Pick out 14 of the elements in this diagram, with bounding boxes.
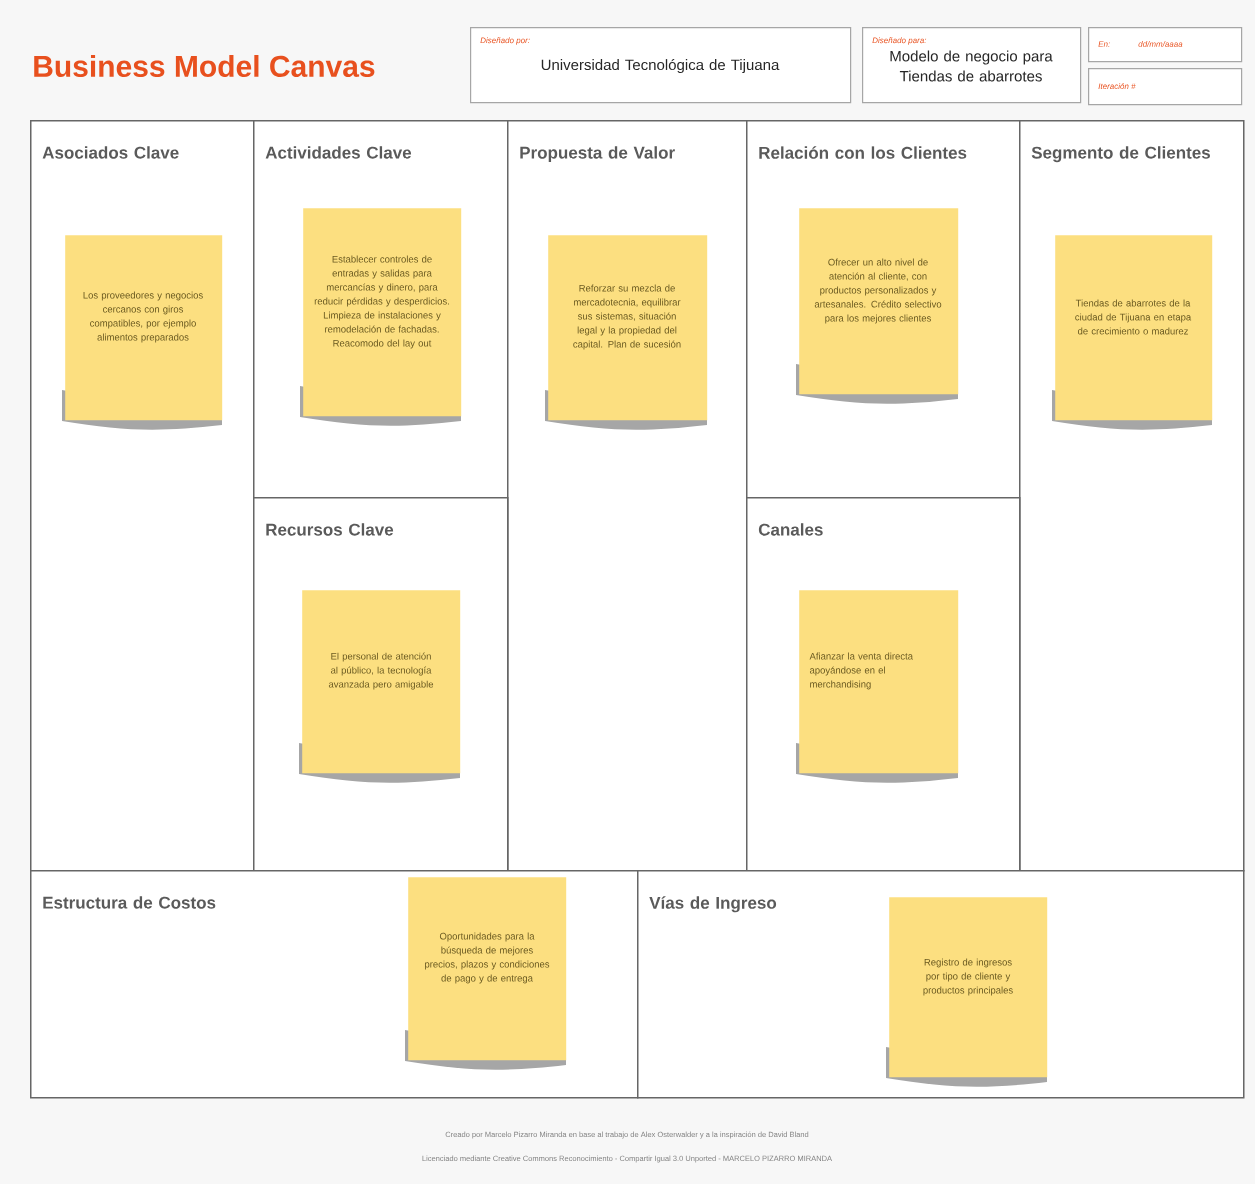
header-field: Diseñado por: Universidad Tecnológica de Tijuana	[470, 27, 852, 104]
sticky-note: Reforzar su mezcla de mercadotecnia, equilibrar sus sistemas, situación legal y la propiedad del capital. Plan de sucesión	[545, 235, 708, 430]
sticky-note: Los proveedores y negocios cercanos con giros compatibles, por ejemplo alimentos preparados	[62, 235, 223, 430]
sticky-note: Afianzar la venta directa apoyándose en el merchandising	[796, 590, 959, 783]
sticky-note: Establecer controles de entradas y salidas para mercancías y dinero, para reducir pérdidas y desperdicios. Limpieza de instalaciones y remodelación de fachadas. Reacomodo del lay out	[300, 208, 462, 426]
header-field: Diseñado para: Modelo de negocio para Tiendas de abarrotes	[862, 27, 1082, 104]
header-field: En: dd/mm/aaaa	[1088, 27, 1243, 63]
sticky-note: Oportunidades para la búsqueda de mejores precios, plazos y condiciones de pago y de entrega	[405, 877, 567, 1070]
sticky-note: Tiendas de abarrotes de la ciudad de Tijuana en etapa de crecimiento o madurez	[1052, 235, 1213, 430]
sticky-note: Ofrecer un alto nivel de atención al cliente, con productos personalizados y artesanales. Crédito selectivo para los mejores clientes	[796, 208, 959, 404]
sticky-note: El personal de atención al público, la tecnología avanzada pero amigable	[299, 590, 461, 783]
canvas-title: Business Model Canvas	[34, 55, 375, 77]
sticky-note: Registro de ingresos por tipo de cliente y productos principales	[886, 897, 1048, 1087]
header-field: Iteración #	[1088, 68, 1243, 106]
